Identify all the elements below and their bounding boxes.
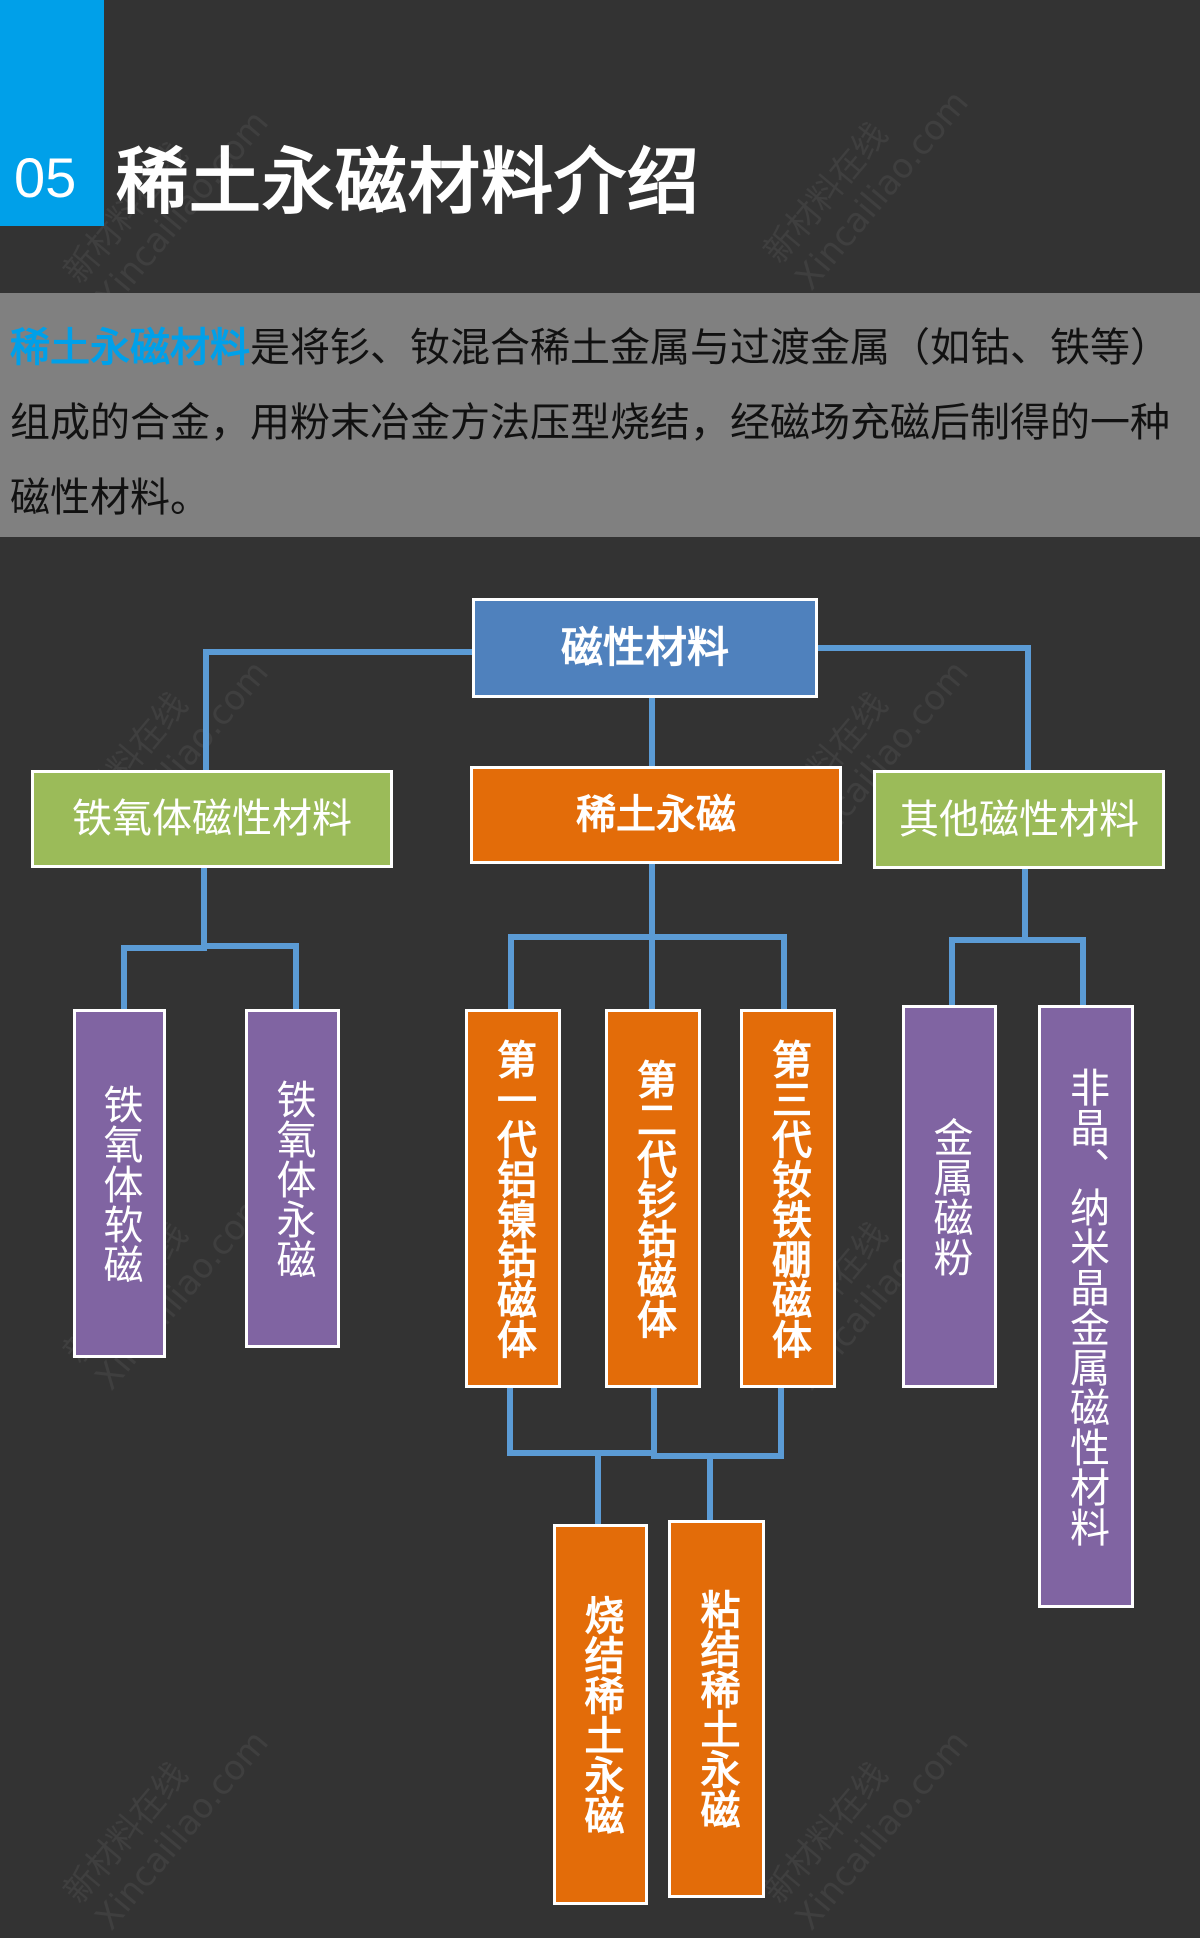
node-label: 铁氧体软磁 <box>96 1083 143 1284</box>
node-label: 铁氧体永磁 <box>269 1078 316 1279</box>
node-gen2-smco: 第二代钐钴磁体 <box>605 1009 701 1388</box>
connector-gen-process <box>507 1385 655 1456</box>
section-accent-block <box>0 0 104 226</box>
node-metal-powder: 金属磁粉 <box>902 1005 997 1388</box>
node-label: 非晶、纳米晶金属磁性材料 <box>1063 1066 1109 1547</box>
node-sintered-rare-earth: 烧结稀土永磁 <box>553 1524 648 1905</box>
node-label: 第三代钕铁硼磁体 <box>765 1038 811 1359</box>
node-label: 铁氧体磁性材料 <box>72 796 352 842</box>
node-label: 其他磁性材料 <box>899 796 1139 843</box>
node-rare-earth-permanent: 稀土永磁 <box>470 766 842 864</box>
description-band: 稀土永磁材料是将钐、钕混合稀土金属与过渡金属（如钴、铁等）组成的合金，用粉末冶金… <box>0 293 1200 537</box>
node-label: 第一代铝镍钴磁体 <box>490 1038 536 1359</box>
node-bonded-rare-earth: 粘结稀土永磁 <box>668 1520 765 1898</box>
node-magnetic-materials: 磁性材料 <box>472 598 818 698</box>
node-other-materials: 其他磁性材料 <box>873 770 1165 869</box>
connector-rareearth-children <box>508 934 787 1012</box>
node-label: 磁性材料 <box>560 623 729 672</box>
section-number: 05 <box>14 146 77 209</box>
node-label: 稀土永磁 <box>576 792 736 838</box>
connector-gen-process <box>651 1385 784 1459</box>
node-gen1-alnico: 第一代铝镍钴磁体 <box>465 1009 561 1388</box>
node-label: 金属磁粉 <box>926 1116 973 1277</box>
node-label: 烧结稀土永磁 <box>577 1594 624 1835</box>
connector-ferrite-children <box>201 943 299 1012</box>
connector-root-other <box>815 645 1031 773</box>
connector-root-ferrite <box>203 649 475 773</box>
connector-ferrite-children <box>121 865 207 1012</box>
page-title: 稀土永磁材料介绍 <box>116 140 701 224</box>
description-body: 是将钐、钕混合稀土金属与过渡金属（如钴、铁等）组成的合金，用粉末冶金方法压型烧结… <box>10 325 1170 521</box>
node-ferrite-materials: 铁氧体磁性材料 <box>31 770 393 868</box>
node-ferrite-permanent: 铁氧体永磁 <box>245 1009 340 1348</box>
node-label: 粘结稀土永磁 <box>693 1589 740 1829</box>
description-text: 稀土永磁材料是将钐、钕混合稀土金属与过渡金属（如钴、铁等）组成的合金，用粉末冶金… <box>0 293 1200 536</box>
node-amorphous-nanocrystalline: 非晶、纳米晶金属磁性材料 <box>1038 1005 1134 1608</box>
node-gen3-ndfeb: 第三代钕铁硼磁体 <box>740 1009 836 1388</box>
connector-other-children <box>949 937 1086 1008</box>
node-ferrite-soft: 铁氧体软磁 <box>73 1009 166 1358</box>
description-highlight: 稀土永磁材料 <box>10 325 250 371</box>
node-label: 第二代钐钴磁体 <box>630 1058 676 1339</box>
